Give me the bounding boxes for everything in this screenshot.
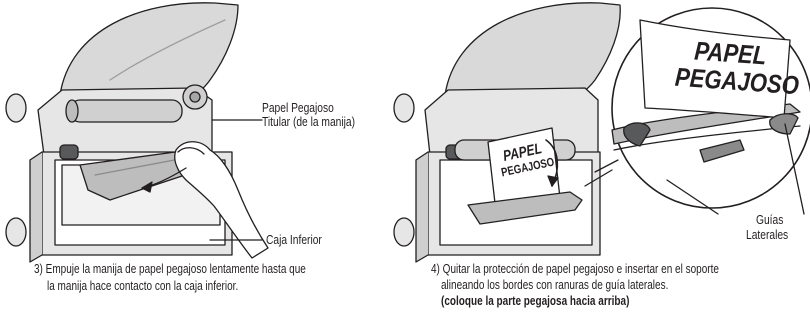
zoom-detail bbox=[611, 7, 810, 215]
step4-caption-bold: (coloque la parte pegajosa hacia arriba) bbox=[441, 294, 630, 308]
zoom-paper bbox=[639, 19, 791, 119]
label-paper-holder-line1: Papel Pegajoso bbox=[262, 101, 334, 115]
hand bbox=[174, 141, 269, 259]
step3-caption-line1: 3) Empuje la manija de papel pegajoso le… bbox=[34, 262, 306, 276]
step4-caption-line1: 4) Quitar la protección de papel pegajos… bbox=[431, 262, 719, 276]
left-machine-illustration bbox=[5, 2, 269, 263]
label-paper-holder-line2: Titular (de la manija) bbox=[262, 115, 356, 129]
label-guides-line1: Guías bbox=[756, 213, 784, 227]
right-machine-illustration bbox=[393, 2, 621, 263]
label-lower-box: Caja Inferior bbox=[266, 233, 322, 247]
label-guides-line2: Laterales bbox=[746, 228, 789, 242]
step3-caption-line2: la manija hace contacto con la caja infe… bbox=[47, 279, 239, 293]
step4-caption-line3: (coloque la parte pegajosa hacia arriba) bbox=[441, 294, 629, 309]
step4-caption-line2: alineando los bordes con ranuras de guía… bbox=[441, 278, 669, 292]
